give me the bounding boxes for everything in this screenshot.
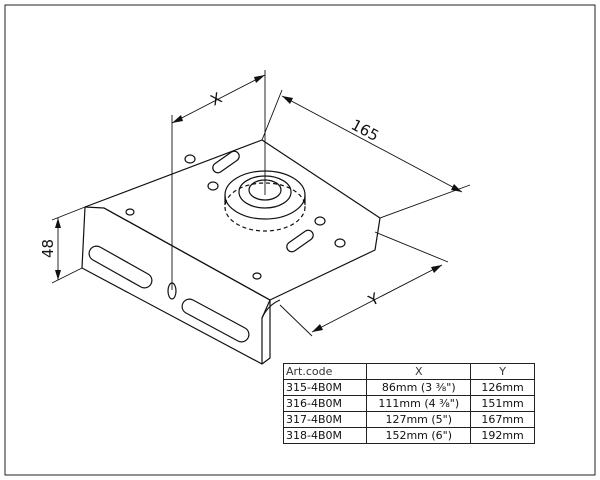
y-extension-top [374, 231, 449, 263]
drawing-frame [4, 4, 596, 476]
table-row: 318-4B0M 152mm (6") 192mm [282, 427, 535, 444]
height-arrow-top [55, 218, 61, 228]
plate-hole-4 [314, 216, 326, 226]
x-dimension-label: X [207, 89, 225, 110]
length-arrow-bottom [451, 184, 462, 192]
flange-slot-right [181, 298, 250, 343]
length-dimension-line [281, 95, 463, 193]
x-value-cell: 152mm (6") [366, 427, 472, 444]
header-x: X [366, 363, 472, 380]
table-row: 316-4B0M 111mm (4 ⅜") 151mm [282, 395, 535, 412]
bearing-side [224, 195, 306, 205]
art-code-cell: 318-4B0M [282, 427, 368, 444]
table-header-row: Art.code X Y [282, 363, 535, 380]
x-arrow-left [172, 115, 183, 123]
plate-hole-2 [184, 154, 196, 164]
header-y: Y [470, 363, 535, 380]
flange-bend [261, 299, 281, 319]
length-extension-top [261, 89, 283, 141]
y-value-cell: 167mm [470, 411, 535, 428]
y-extension-bottom [279, 304, 313, 337]
x-value-cell: 111mm (4 ⅜") [366, 395, 472, 412]
table-row: 315-4B0M 86mm (3 ⅜") 126mm [282, 379, 535, 396]
y-arrow-bottom [312, 324, 323, 332]
flange-slot-left [88, 245, 153, 289]
height-extension-top [51, 206, 86, 221]
height-dimension-label: 48 [39, 239, 57, 258]
y-arrow-top [431, 265, 442, 273]
plate-hole-6 [252, 272, 262, 280]
length-arrow-top [282, 96, 293, 104]
art-code-cell: 315-4B0M [282, 379, 368, 396]
x-value-cell: 86mm (3 ⅜") [366, 379, 472, 396]
y-value-cell: 151mm [470, 395, 535, 412]
x-value-cell: 127mm (5") [366, 411, 472, 428]
x-arrow-right [254, 75, 265, 83]
height-extension-bottom [51, 267, 83, 284]
article-code-table: Art.code X Y 315-4B0M 86mm (3 ⅜") 126mm … [282, 363, 535, 444]
plate-slot-2 [286, 229, 314, 253]
plate-hole-3 [207, 181, 219, 191]
y-dimension-label: Y [365, 289, 383, 310]
table-row: 317-4B0M 127mm (5") 167mm [282, 411, 535, 428]
art-code-cell: 317-4B0M [282, 411, 368, 428]
plate-hole-5 [334, 238, 346, 248]
bearing-base-dashed [224, 182, 306, 232]
plate-slot-1 [212, 150, 240, 174]
header-art-code: Art.code [282, 363, 368, 380]
x-dimension-line [171, 74, 266, 124]
y-value-cell: 192mm [470, 427, 535, 444]
flange-edge [261, 299, 271, 364]
y-value-cell: 126mm [470, 379, 535, 396]
front-flange [81, 206, 271, 365]
art-code-cell: 316-4B0M [282, 395, 368, 412]
plate-hole-1 [125, 208, 135, 216]
height-arrow-bottom [55, 270, 61, 280]
y-dimension-line [311, 264, 443, 333]
